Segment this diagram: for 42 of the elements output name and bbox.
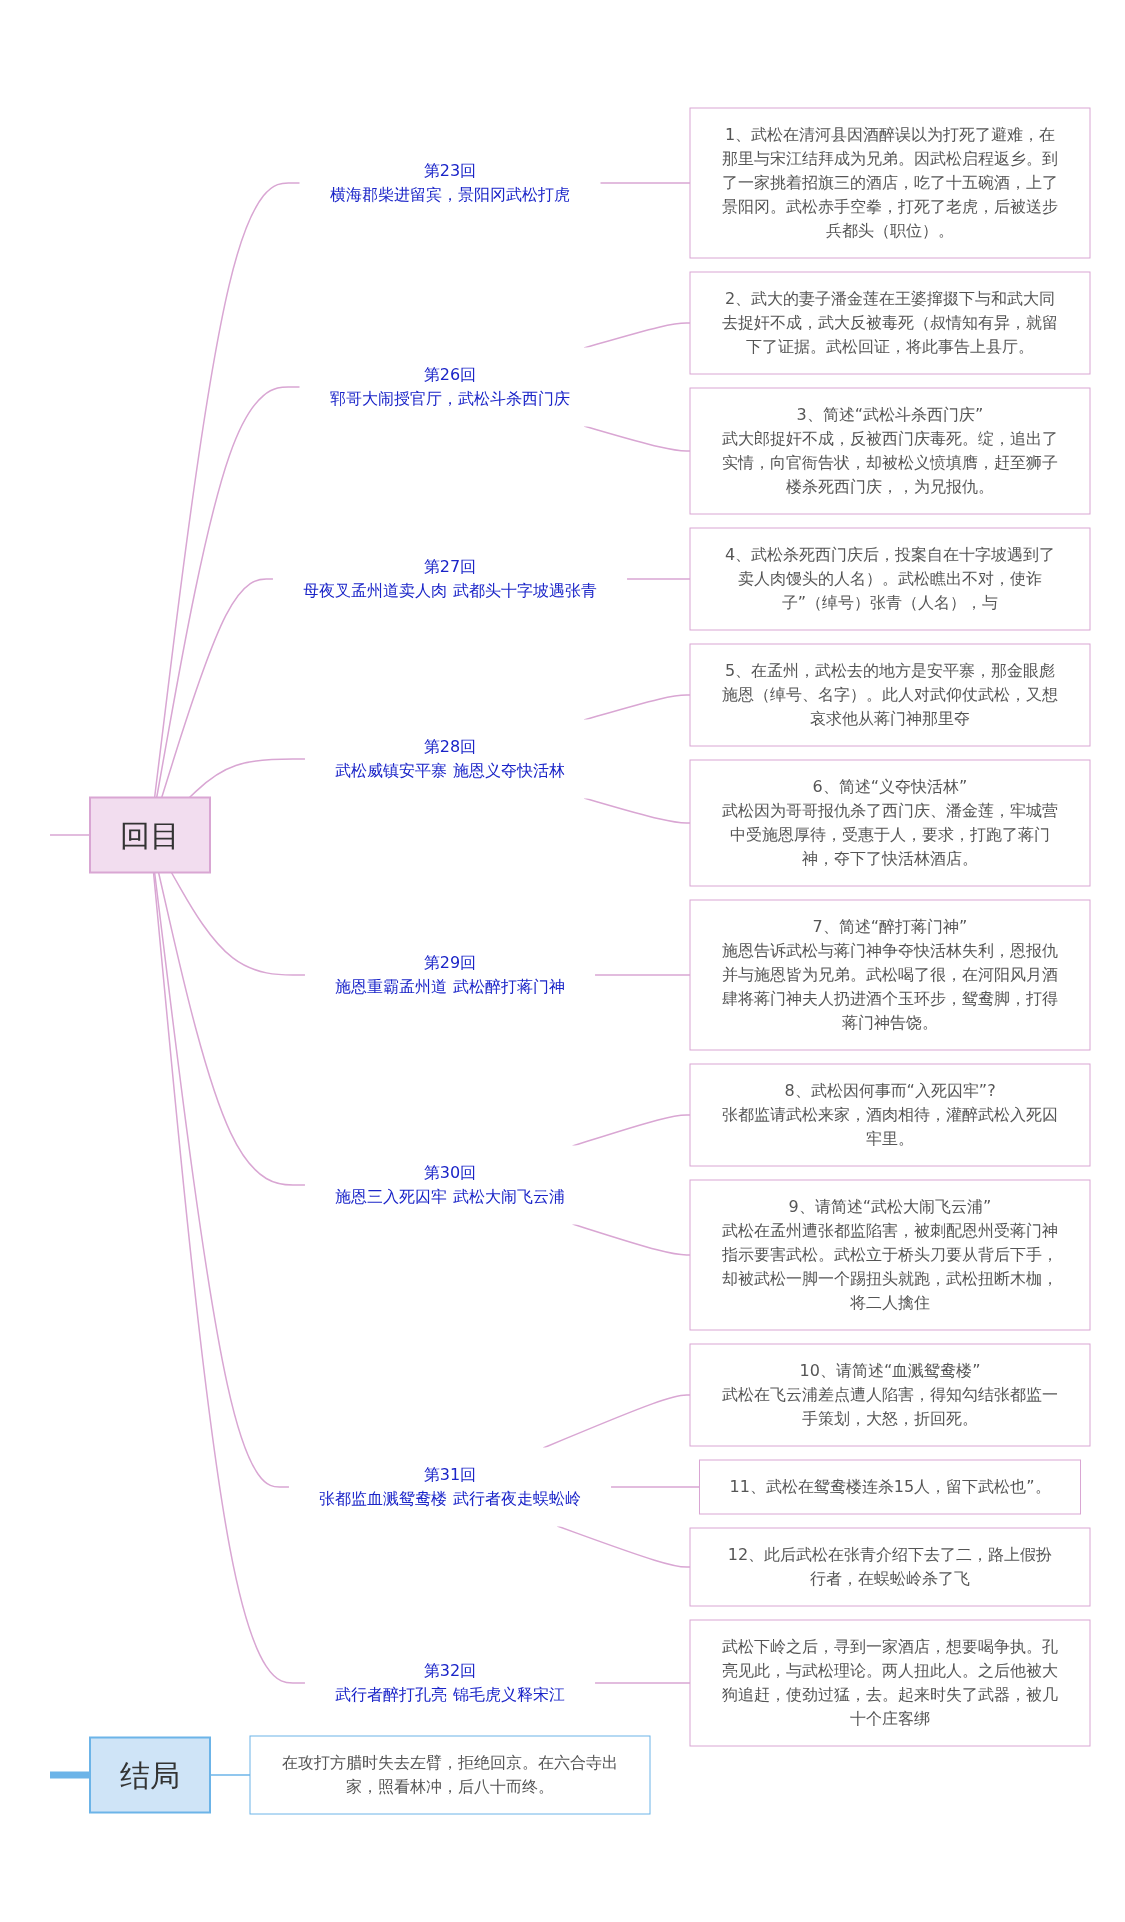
connector xyxy=(155,386,301,799)
node-box: 1、武松在清河县因酒醉误以为打死了避难，在那里与宋江结拜成为兄弟。因武松启程返乡。到了一家挑着招旗三的酒店，吃了十五碗酒，上了景阳冈。武松赤手空拳，打死了老虎，后被送步兵都头（职位）。 xyxy=(689,107,1091,259)
node-box: 在攻打方腊时失去左臂，拒绝回京。在六合寺出家，照看林冲，后八十而终。 xyxy=(249,1735,651,1815)
connector xyxy=(583,322,691,349)
connector xyxy=(160,578,275,799)
node-box: 8、武松因何事而“入死囚牢”? 张都监请武松来家，酒肉相待，灌醉武松入死囚牢里。 xyxy=(689,1063,1091,1167)
connector xyxy=(593,1682,691,1684)
connector xyxy=(583,694,691,721)
node-text: 第28回 武松威镇安平寨 施恩义夺快活林 xyxy=(335,737,565,780)
node-text: 第32回 武行者醉打孔亮 锦毛虎义释宋江 xyxy=(335,1661,565,1704)
node-box: 4、武松杀死西门庆后，投案自在十字坡遇到了卖人肉馒头的人名）。武松瞧出不对，使诈子”（绰号）张青（人名），与 xyxy=(689,527,1091,631)
connector xyxy=(153,182,301,799)
node-box: 11、武松在鸳鸯楼连杀15人，留下武松也”。 xyxy=(699,1459,1081,1515)
node-box: 2、武大的妻子潘金莲在王婆撺掇下与和武大同去捉奸不成，武大反被毒死（叔情知有异，就留下了证据。武松回证，将此事告上县厅。 xyxy=(689,271,1091,375)
connector xyxy=(49,1771,91,1779)
node-box: 6、简述“义夺快活林” 武松因为哥哥报仇杀了西门庆、潘金莲，牢城营中受施恩厚待，受惠于人，要求，打跑了蒋门神，夺下了快活林酒店。 xyxy=(689,759,1091,887)
connector xyxy=(170,871,307,976)
node-box: 12、此后武松在张青介绍下去了二，路上假扮行者，在蜈蚣岭杀了飞 xyxy=(689,1527,1091,1607)
node-text: 第29回 施恩重霸孟州道 武松醉打蒋门神 xyxy=(335,953,565,996)
node-box: 10、请简述“血溅鸳鸯楼” 武松在飞云浦差点遭人陷害，得知勾结张都监一手策划，大怒，折回死。 xyxy=(689,1343,1091,1447)
node-box: 结局 xyxy=(89,1736,211,1814)
connector xyxy=(593,974,691,976)
connector xyxy=(542,1394,691,1449)
node-box: 5、在孟州，武松去的地方是安平寨，那金眼彪施恩（绰号、名字）。此人对武仰仗武松，又想哀求他从蒋门神那里夺 xyxy=(689,643,1091,747)
connector xyxy=(599,182,691,184)
node-box: 7、简述“醉打蒋门神” 施恩告诉武松与蒋门神争夺快活林失利，恩报仇并与施恩皆为兄弟。武松喝了很，在河阳风月酒肆将蒋门神夫人扔进酒个玉环步，鸳鸯脚，打得蒋门神告饶。 xyxy=(689,899,1091,1051)
node-text: 第31回 张都监血溅鸳鸯楼 武行者夜走蜈蚣岭 xyxy=(319,1465,581,1508)
node-text: 第23回 横海郡柴进留宾，景阳冈武松打虎 xyxy=(330,161,570,204)
connector xyxy=(153,871,291,1488)
node-box: 武松下岭之后，寻到一家酒店，想要喝争执。孔亮见此，与武松理论。两人扭此人。之后他被大狗追赶，使劲过猛，去。起来时失了武器，被几十个庄客绑 xyxy=(689,1619,1091,1747)
connector xyxy=(157,871,307,1186)
connector xyxy=(609,1486,701,1488)
node-box: 9、请简述“武松大闹飞云浦” 武松在孟州遭张都监陷害，被刺配恩州受蒋门神指示要害武松。武松立于桥头刀要从背后下手，却被武松一脚一个踢扭头就跑，武松扭断木枷，将二人擒住 xyxy=(689,1179,1091,1331)
connector xyxy=(49,834,91,836)
node-box: 3、简述“武松斗杀西门庆” 武大郎捉奸不成，反被西门庆毒死。绽，追出了实情，向官衙告状，却被松义愤填膺，赶至狮子楼杀死西门庆，，为兄报仇。 xyxy=(689,387,1091,515)
connector xyxy=(188,758,307,799)
connector xyxy=(625,578,691,580)
node-text: 第26回 郓哥大闹授官厅，武松斗杀西门庆 xyxy=(330,365,570,408)
node-text: 第30回 施恩三入死囚牢 武松大闹飞云浦 xyxy=(335,1163,565,1206)
connector xyxy=(152,871,307,1684)
node-text: 第27回 母夜叉孟州道卖人肉 武都头十字坡遇张青 xyxy=(303,557,597,600)
node-box: 回目 xyxy=(89,796,211,874)
